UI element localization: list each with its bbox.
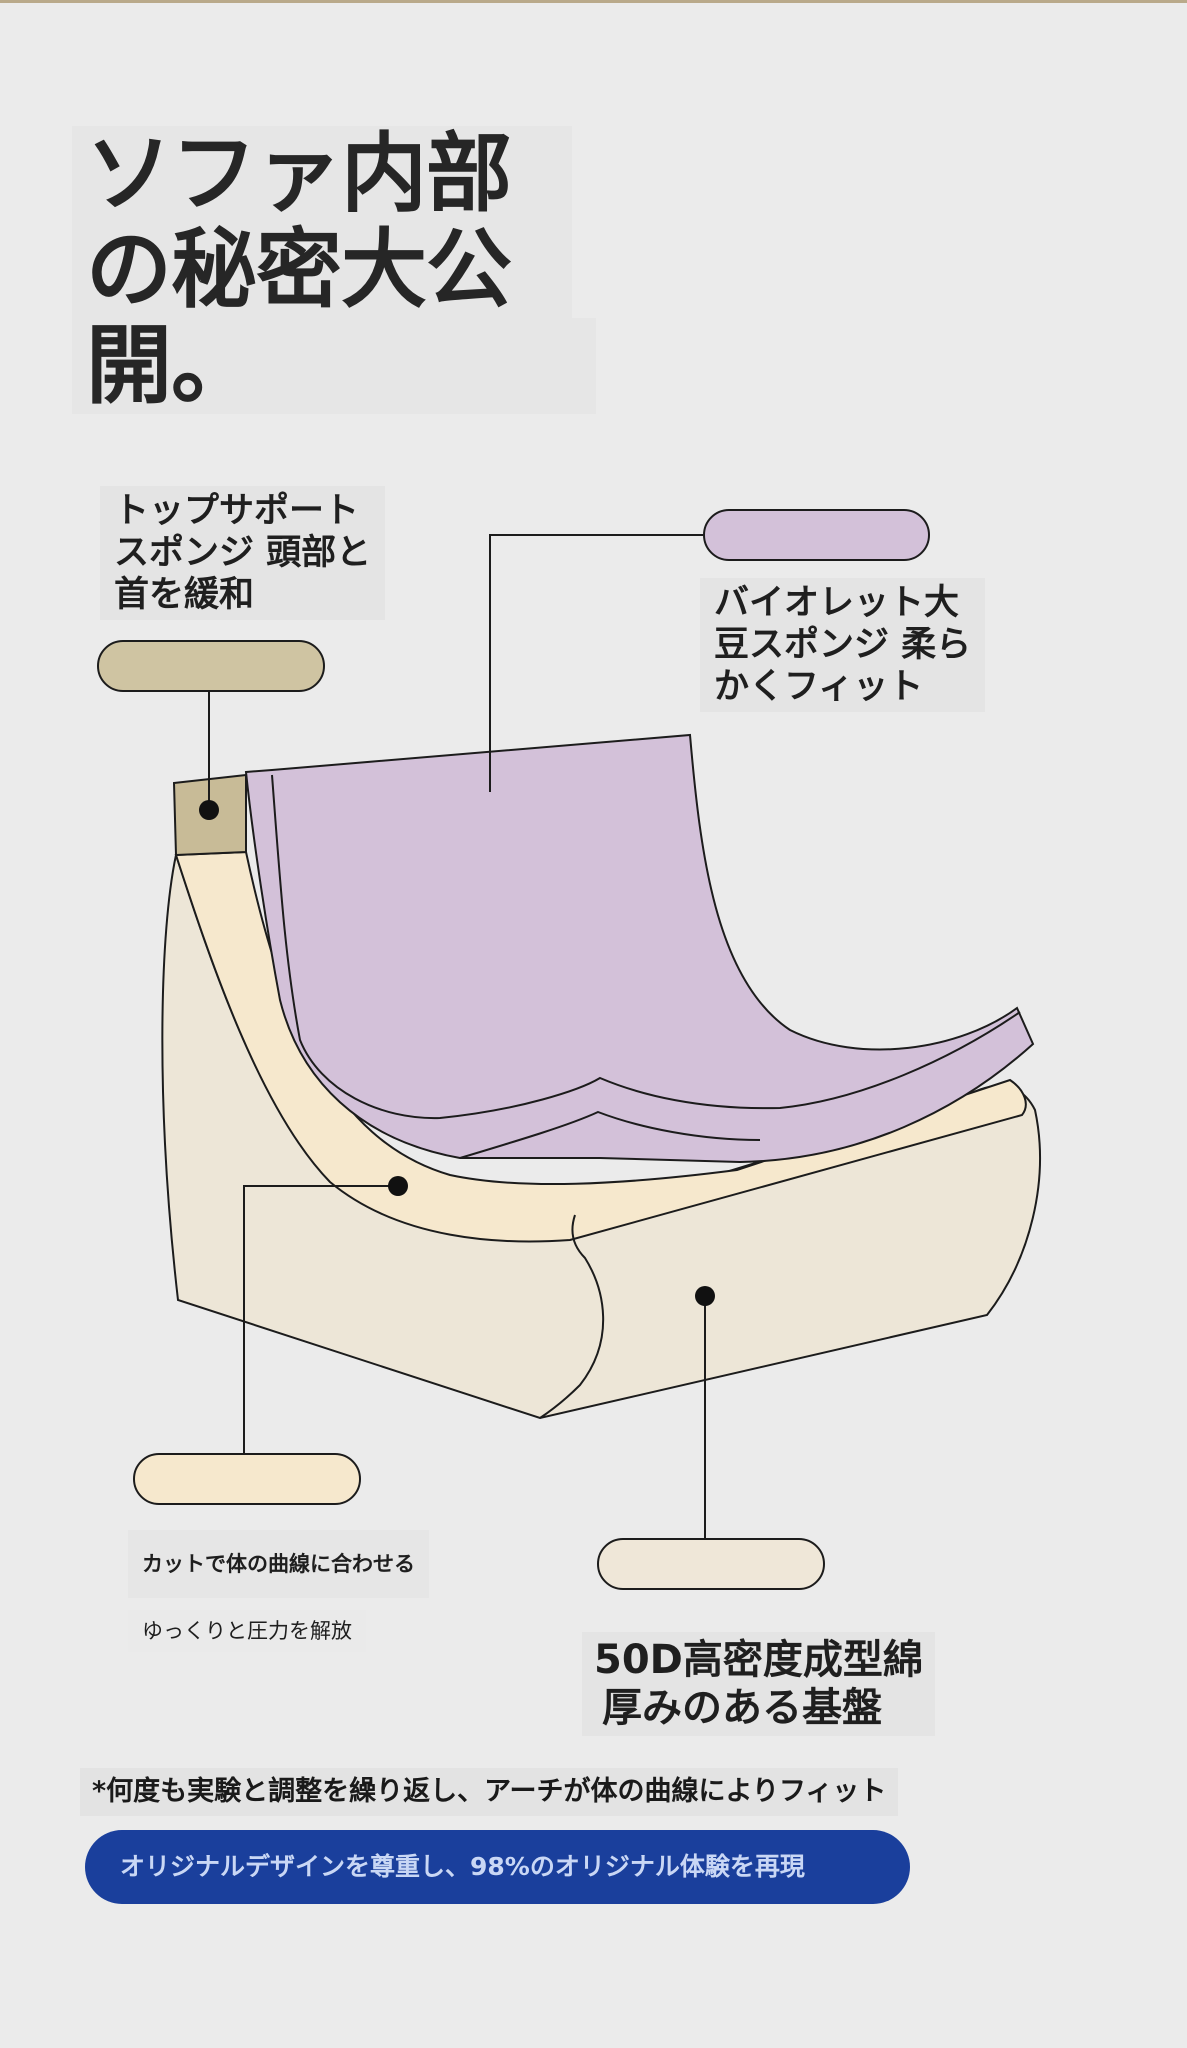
title-line-2: の秘密大公: [72, 222, 572, 318]
title-line-3: 開。: [72, 318, 596, 414]
marker-base: [695, 1286, 715, 1306]
violet-inner-line: [271, 774, 1021, 1120]
leader-cut: [243, 1185, 398, 1453]
cut-layer-swatch: [133, 1453, 361, 1505]
base-line-2: 厚みのある基盤: [602, 1685, 882, 1731]
page-title: ソファ内部 の秘密大公 開。: [72, 126, 596, 414]
violet-sponge-label: バイオレット大 豆スポンジ 柔ら かくフィット: [700, 578, 986, 712]
top-support-line-3: 首を緩和: [114, 575, 255, 615]
cut-layer-sub-label: ゆっくりと圧力を解放: [128, 1610, 366, 1652]
top-support-label: トップサポート スポンジ 頭部と 首を緩和: [100, 486, 386, 620]
marker-cut: [388, 1176, 408, 1196]
cut-layer-label: カットで体の曲線に合わせる: [128, 1530, 429, 1598]
base-label: 50D高密度成型綿 厚みのある基盤: [582, 1632, 935, 1736]
base-swatch: [597, 1538, 825, 1590]
top-support-swatch: [97, 640, 325, 692]
base-seam: [539, 1214, 605, 1419]
violet-line-3: かくフィット: [714, 667, 924, 707]
footnote: *何度も実験と調整を繰り返し、アーチが体の曲線によりフィット: [80, 1768, 899, 1816]
violet-line-2: 豆スポンジ 柔ら: [714, 625, 972, 665]
violet-sponge-swatch: [703, 509, 930, 561]
top-divider: [0, 0, 1187, 3]
promo-banner: オリジナルデザインを尊重し、98%のオリジナル体験を再現: [85, 1830, 910, 1904]
marker-top-support: [199, 800, 219, 820]
promo-banner-text: オリジナルデザインを尊重し、98%のオリジナル体験を再現: [120, 1852, 805, 1881]
base-line-1: 50D高密度成型綿: [594, 1637, 923, 1683]
top-support-line-1: トップサポート: [114, 491, 360, 531]
leader-violet: [489, 534, 703, 792]
violet-line-1: バイオレット大: [714, 583, 960, 623]
violet-fold: [459, 1110, 761, 1159]
violet-sponge-layer: [244, 733, 1035, 1164]
title-line-1: ソファ内部: [72, 126, 572, 222]
top-support-line-2: スポンジ 頭部と: [114, 533, 372, 573]
